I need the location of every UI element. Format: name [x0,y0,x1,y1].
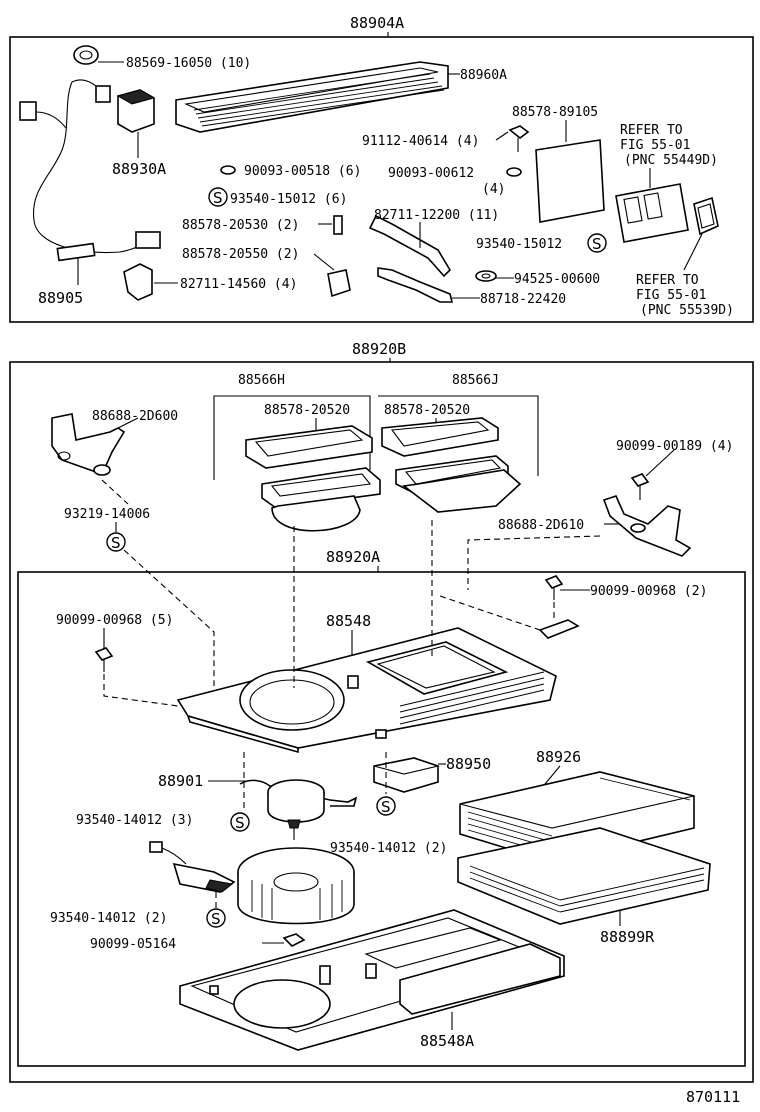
callout-94525-00600: 94525-00600 [514,272,600,287]
callout-88566J: 88566J [452,373,499,388]
blower-motor-88901 [239,779,358,840]
filter-88578-89105 [535,120,605,223]
callout-88578-20520-b: 88578-20520 [384,403,470,418]
callout-90099-00968-2: 90099-00968 (2) [590,584,707,599]
symbol-s-5: S [376,796,396,816]
lower-assembly: 88920B 88566H 88578-20520 88566J 88578-2… [9,340,754,1083]
seal-ref-55539D [683,196,719,271]
clamp-88569 [73,45,124,65]
callout-88901: 88901 [158,772,203,790]
callout-93540-14012-2b: 93540-14012 (2) [50,911,167,926]
svg-text:S: S [211,910,221,928]
bracket-88688-2D610 [602,495,692,557]
callout-90093-00612-qty: (4) [482,182,505,197]
symbol-s-6: S [206,908,226,928]
callout-91112-40614: 91112-40614 (4) [362,134,479,149]
symbol-s-1: S [208,187,228,207]
assembly-label-88904A: 88904A [350,14,404,32]
refer2-line2: FIG 55-01 [636,288,706,303]
refer1-line1: REFER TO [620,123,683,138]
callout-93219-14006: 93219-14006 [64,507,150,522]
lower-case-88548A [179,909,565,1051]
figure-number: 870111 [686,1088,740,1106]
wire-harness-88905 [19,79,161,285]
bolt-91112-40614 [495,125,530,152]
callout-88718-22420: 88718-22420 [480,292,566,307]
symbol-s-3: S [106,532,126,552]
svg-text:S: S [213,189,223,207]
upper-frame [9,36,754,323]
pad-88578-20550 [313,253,351,298]
callout-88950: 88950 [446,755,491,773]
screw-90099-00968-left [94,647,114,672]
duct-88566J [381,417,522,513]
refer2-line3: (PNC 55539D) [640,303,734,318]
callout-82711-14560: 82711-14560 (4) [180,277,297,292]
callout-82711-12200: 82711-12200 (11) [374,208,499,223]
resistor-88950 [373,757,446,793]
upper-assembly: 88904A 88569-16050 (10) 88960A 8 [9,14,754,323]
callout-88578-20530: 88578-20530 (2) [182,218,299,233]
bracket-88688-2D600 [51,413,139,476]
callout-88926: 88926 [536,748,581,766]
callout-88569-16050: 88569-16050 (10) [126,56,251,71]
duct-88566H [245,425,381,532]
refer1-line2: FIG 55-01 [620,138,690,153]
svg-text:S: S [235,814,245,832]
blower-case-88548 [176,627,557,754]
clip-plate [538,619,580,639]
callout-88566H: 88566H [238,373,285,388]
refer1-line3: (PNC 55449D) [624,153,718,168]
callout-88905: 88905 [38,289,83,307]
refer2-line1: REFER TO [636,273,699,288]
blower-fan [237,847,355,925]
assembly-label-88920A: 88920A [326,548,380,566]
screw-90099-00189 [630,449,675,500]
callout-90093-00518: 90093-00518 (6) [244,164,361,179]
screw-90099-00968-right [544,575,590,600]
callout-88578-20550: 88578-20550 (2) [182,247,299,262]
callout-90099-00968-5: 90099-00968 (5) [56,613,173,628]
svg-text:S: S [381,798,391,816]
callout-88578-89105: 88578-89105 [512,105,598,120]
symbol-s-2: S [587,233,607,253]
svg-text:S: S [592,235,602,253]
filter-88899R [457,827,711,926]
inner-frame [17,571,746,1067]
callout-93540-14012-3: 93540-14012 (3) [76,813,193,828]
grille-panel-88960A [175,61,460,133]
callout-88930A: 88930A [112,160,166,178]
pad-88578-20530 [318,215,343,235]
callout-88688-2D610: 88688-2D610 [498,518,584,533]
callout-88548: 88548 [326,612,371,630]
callout-88578-20520-a: 88578-20520 [264,403,350,418]
assembly-label-88920B: 88920B [352,340,406,358]
callout-88960A: 88960A [460,68,507,83]
callout-90093-00612: 90093-00612 [388,166,474,181]
band-88718-22420 [377,267,480,303]
bracket-82711-14560 [123,263,178,301]
nut-94525-00600 [475,270,514,282]
nut-90093-00518 [220,165,236,175]
bracket-ref-55449D [615,168,689,243]
callout-88548A: 88548A [420,1032,474,1050]
amplifier-88930A [116,89,156,158]
nut-90099-05164 [282,933,306,947]
callout-93540-14012-2a: 93540-14012 (2) [330,841,447,856]
callout-88899R: 88899R [600,928,655,946]
band-82711-12200 [368,214,452,278]
callout-90099-00189: 90099-00189 (4) [616,439,733,454]
callout-93540-15012: 93540-15012 [476,237,562,252]
nut-90093-00612 [506,167,522,177]
callout-88688-2D600: 88688-2D600 [92,409,178,424]
lower-frame [9,361,754,1083]
callout-93540-15012-6: 93540-15012 (6) [230,192,347,207]
sensor-wire [149,841,236,893]
svg-text:S: S [111,534,121,552]
callout-90099-05164: 90099-05164 [90,937,176,952]
symbol-s-4: S [230,812,250,832]
